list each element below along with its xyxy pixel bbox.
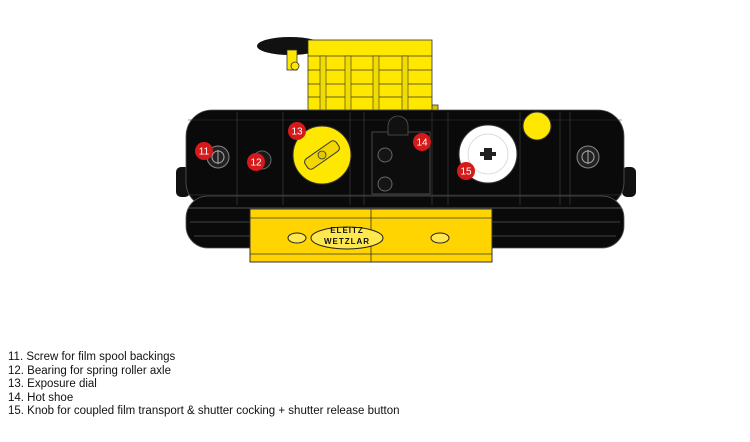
camera-top-view-diagram: ELEITZ WETZLAR 11 12 13 14 15 bbox=[176, 37, 636, 263]
strap-lug-right bbox=[622, 167, 636, 197]
film-spool-screw-right bbox=[576, 145, 600, 169]
legend-item: 12. Bearing for spring roller axle bbox=[8, 364, 171, 377]
hot-shoe bbox=[371, 115, 431, 195]
top-turret bbox=[307, 39, 439, 118]
marker-12-label: 12 bbox=[250, 158, 262, 169]
nameplate: ELEITZ WETZLAR bbox=[249, 208, 493, 263]
legend-item: 11. Screw for film spool backings bbox=[8, 351, 176, 363]
marker-13-label: 13 bbox=[291, 127, 303, 138]
exposure-dial bbox=[292, 125, 352, 185]
legend-item: 13. Exposure dial bbox=[8, 378, 97, 391]
parts-legend: 11. Screw for film spool backings 12. Be… bbox=[8, 351, 400, 419]
badge-line-2: WETZLAR bbox=[324, 237, 370, 246]
badge-line-1: ELEITZ bbox=[330, 226, 364, 235]
shutter-release-button bbox=[522, 111, 552, 141]
marker-11: 11 bbox=[195, 142, 213, 160]
legend-item: 14. Hot shoe bbox=[8, 391, 74, 404]
leitz-wetzlar-badge: ELEITZ WETZLAR bbox=[310, 226, 384, 250]
marker-15: 15 bbox=[457, 162, 475, 180]
rewind-crank bbox=[257, 37, 323, 71]
marker-14: 14 bbox=[413, 133, 431, 151]
marker-13: 13 bbox=[288, 122, 306, 140]
marker-14-label: 14 bbox=[416, 138, 428, 149]
marker-11-label: 11 bbox=[199, 147, 210, 158]
legend-item: 15. Knob for coupled film transport & sh… bbox=[8, 405, 400, 418]
marker-15-label: 15 bbox=[460, 167, 472, 178]
marker-12: 12 bbox=[247, 153, 265, 171]
